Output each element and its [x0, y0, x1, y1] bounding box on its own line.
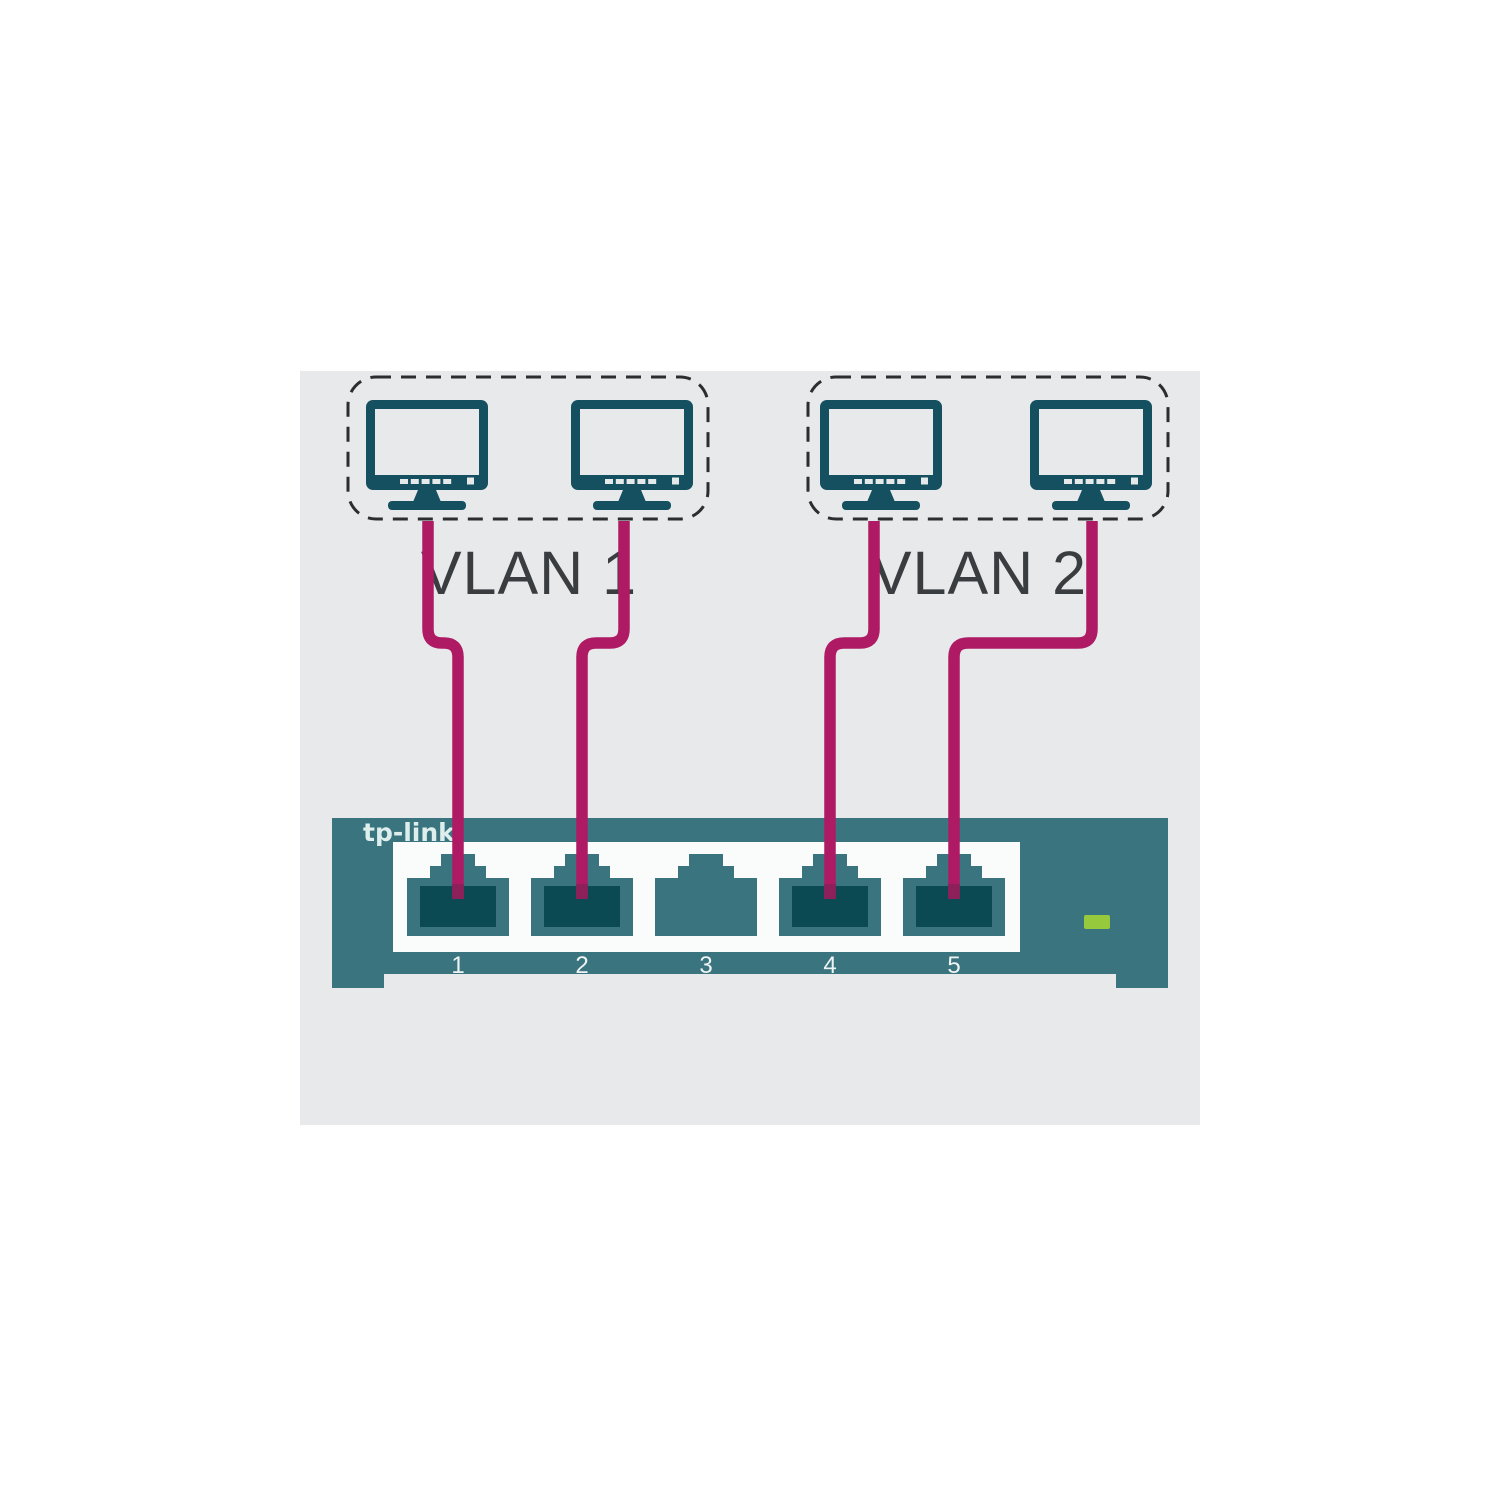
vlan1-dashed-box: [346, 375, 710, 521]
ethernet-cable-vlan2-port4: [824, 521, 880, 898]
power-led: [1084, 915, 1110, 929]
port-number-label: 5: [947, 952, 960, 979]
port-number-label: 3: [699, 952, 712, 979]
port-number-label: 1: [451, 952, 464, 979]
ethernet-cable-vlan2-port5: [948, 521, 1098, 898]
cable-plug-tip: [948, 884, 960, 899]
switch-foot-right: [1116, 974, 1168, 988]
diagram-background: [300, 371, 1200, 1125]
port-number-label: 4: [823, 952, 836, 979]
cable-plug-tip: [452, 884, 464, 899]
switch-foot-left: [332, 974, 384, 988]
vlan2-group: VLAN 2: [806, 375, 1170, 607]
cable-plug-tip: [576, 884, 588, 899]
cables: [422, 521, 1098, 899]
cable-plug-tip: [824, 884, 836, 899]
port-number-label: 2: [575, 952, 588, 979]
vlan1-group: VLAN 1: [346, 375, 710, 607]
ethernet-cable-vlan1-port1: [422, 521, 464, 898]
vlan2-dashed-box: [806, 375, 1170, 521]
ethernet-cable-vlan1-port2: [576, 521, 630, 898]
network-switch: tp-link 1 2 3 4 5: [332, 818, 1168, 988]
vlan2-label: VLAN 2: [871, 539, 1087, 607]
vlan1-label: VLAN 1: [421, 539, 637, 607]
